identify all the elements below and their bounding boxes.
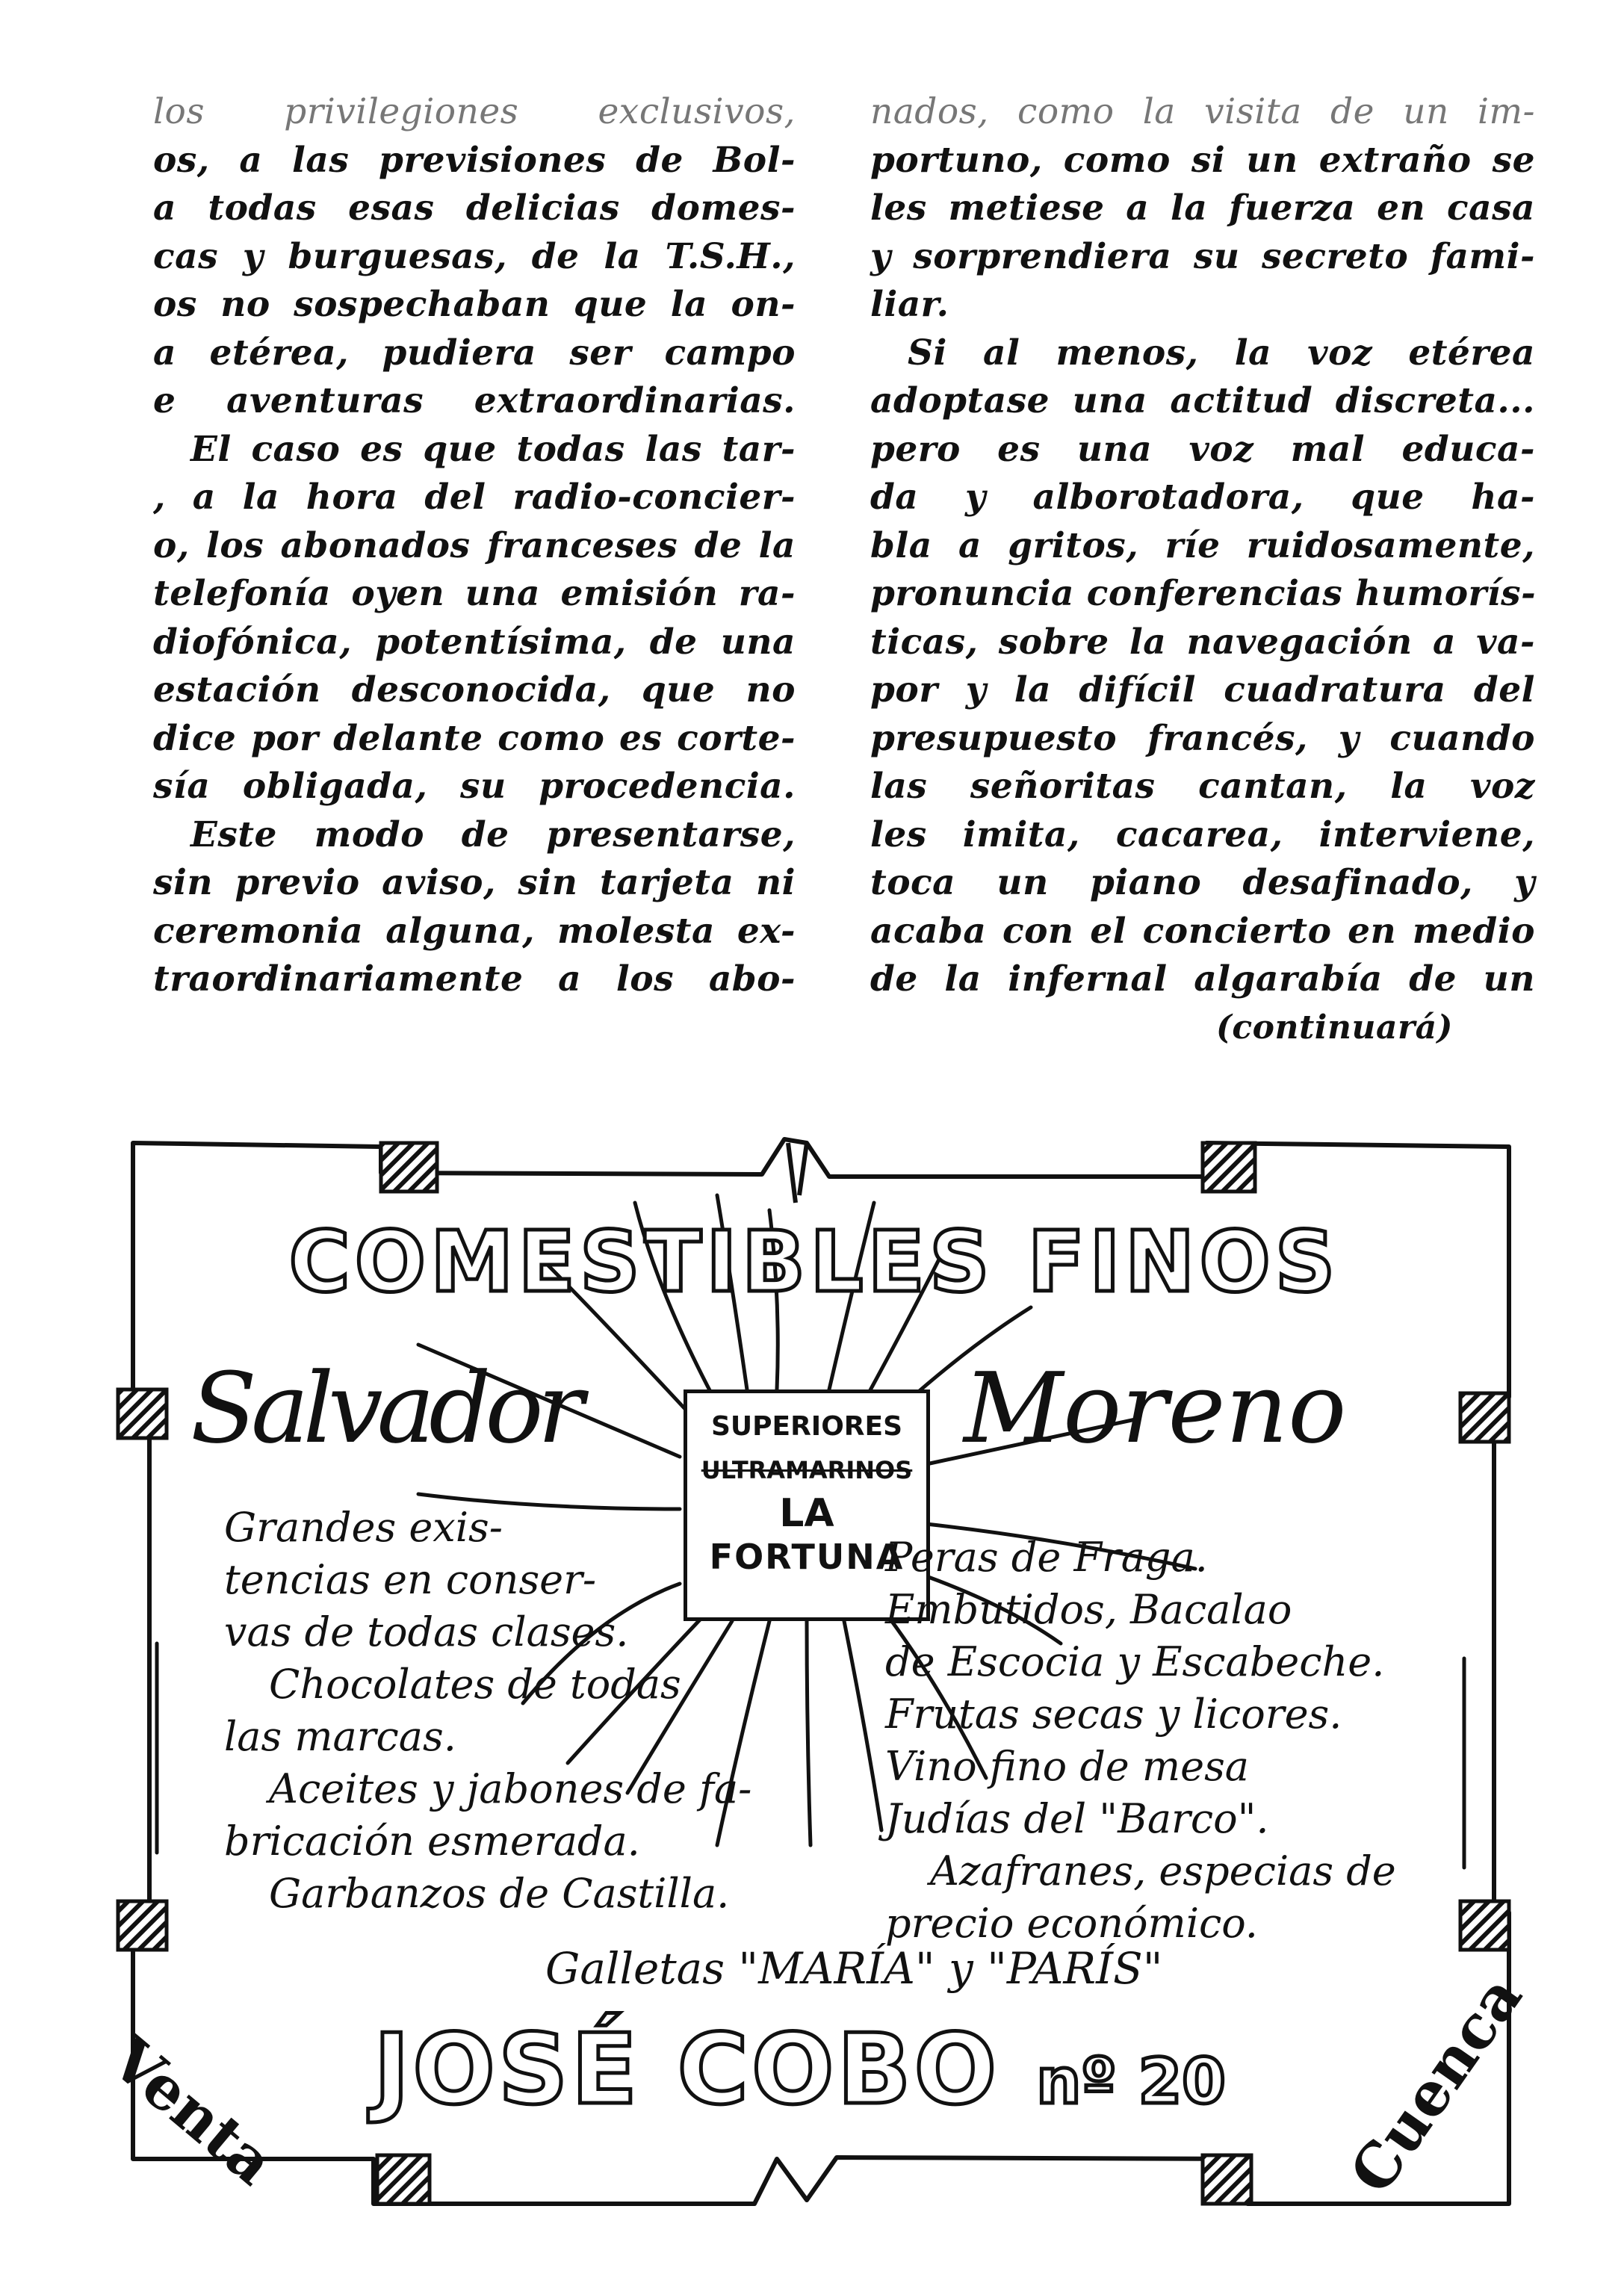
product-line: Grandes exis- xyxy=(224,1504,503,1551)
article-line: o, los abonados franceses de la xyxy=(153,524,796,566)
article-line: les imita, cacarea, interviene, xyxy=(870,814,1535,855)
article-left-column: los privilegiones exclusivos, os, a las … xyxy=(153,88,796,1004)
article-line: bla a gritos, ríe ruidosamente, xyxy=(870,524,1535,566)
article-line: da y alborotadora, que ha- xyxy=(870,477,1535,518)
shop-sign-name: FORTUNA xyxy=(709,1537,905,1577)
article-line: adoptase una actitud discreta... xyxy=(870,380,1535,421)
ad-owner-last-name: Moreno xyxy=(964,1351,1347,1465)
article-line: acaba con el concierto en medio xyxy=(870,910,1535,952)
product-line: Azafranes, especias de xyxy=(930,1847,1396,1894)
article-line: portuno, como si un extraño se xyxy=(870,139,1535,181)
continuation-note: (continuará) xyxy=(1216,1008,1453,1047)
product-line: vas de todas clases. xyxy=(224,1608,629,1655)
article-line: y sorprendiera su secreto fami- xyxy=(870,235,1535,277)
article-line: diofónica, potentísima, de una xyxy=(153,621,796,663)
article-line: ticas, sobre la navegación a va- xyxy=(870,621,1535,663)
article-line: dice por delante como es corte- xyxy=(153,717,796,759)
sun-rays xyxy=(155,1193,1466,1870)
article-line: os, a las previsiones de Bol- xyxy=(153,139,796,181)
product-line: Peras de Fraga. xyxy=(885,1534,1208,1581)
product-line: Vino fino de mesa xyxy=(885,1743,1250,1790)
article-line: las señoritas cantan, la voz xyxy=(870,766,1535,807)
article-line: El caso es que todas las tar- xyxy=(190,428,796,470)
article-line: traordinariamente a los abo- xyxy=(153,958,796,1000)
product-line: precio económico. xyxy=(885,1900,1258,1947)
shop-sign-line: LA xyxy=(779,1491,834,1536)
article-line: , a la hora del radio-concier- xyxy=(153,477,796,518)
article-line: e aventuras extraordinarias. xyxy=(153,380,796,421)
article-line: presupuesto francés, y cuando xyxy=(870,717,1535,759)
product-line: Aceites y jabones de fa- xyxy=(269,1765,752,1812)
article-line: telefonía oyen una emisión ra- xyxy=(153,573,796,614)
ad-address: JOSÉ COBO nº 20 xyxy=(371,2010,1227,2141)
article-line: pero es una voz mal educa- xyxy=(870,428,1535,470)
product-line: las marcas. xyxy=(224,1713,456,1760)
product-line: Embutidos, Bacalao xyxy=(885,1586,1292,1633)
product-line: de Escocia y Escabeche. xyxy=(885,1638,1385,1685)
article-line: os no sospechaban que la on- xyxy=(153,284,796,325)
article-line: cas y burguesas, de la T.S.H., xyxy=(153,235,796,277)
product-line: Judías del "Barco". xyxy=(885,1795,1269,1842)
ad-heading: COMESTIBLES FINOS xyxy=(287,1212,1340,1313)
article-line: de la infernal algarabía de un xyxy=(870,958,1535,1000)
article-line: ceremonia alguna, molesta ex- xyxy=(153,910,796,952)
article-line: sía obligada, su procedencia. xyxy=(153,766,796,807)
product-line: Frutas secas y licores. xyxy=(885,1691,1342,1738)
article-line: a etérea, pudiera ser campo xyxy=(153,332,796,374)
product-line: Garbanzos de Castilla. xyxy=(269,1870,730,1917)
article-line: estación desconocida, que no xyxy=(153,669,796,710)
product-line: tencias en conser- xyxy=(224,1556,597,1603)
ad-product-list-right: Peras de Fraga. Embutidos, Bacalao de Es… xyxy=(885,1531,1396,1950)
hatched-corner-icons xyxy=(116,1141,1511,2206)
article-line: sin previo aviso, sin tarjeta ni xyxy=(153,862,796,903)
article-line: Si al menos, la voz etérea xyxy=(908,332,1535,374)
article-line: los privilegiones exclusivos, xyxy=(153,91,796,132)
article-line: liar. xyxy=(870,284,949,325)
address-number: nº 20 xyxy=(1035,2043,1227,2120)
shop-sign-line: ULTRAMARINOS xyxy=(701,1456,913,1484)
article-line: a todas esas delicias domes- xyxy=(153,188,796,229)
ad-owner-first-name: Salvador xyxy=(190,1351,584,1465)
article-right-column: nados, como la visita de un im- portuno,… xyxy=(870,88,1537,1052)
address-street: JOSÉ COBO xyxy=(371,2011,1000,2128)
product-line: bricación esmerada. xyxy=(224,1818,640,1865)
article-line: les metiese a la fuerza en casa xyxy=(870,188,1535,229)
article-line: pronuncia conferencias humorís- xyxy=(870,573,1537,614)
shop-sign-line: SUPERIORES xyxy=(710,1411,903,1442)
article-line: toca un piano desafinado, y xyxy=(870,862,1535,903)
article-line: nados, como la visita de un im- xyxy=(870,91,1535,132)
shop-sign: SUPERIORES ULTRAMARINOS LA FORTUNA xyxy=(684,1389,930,1621)
ad-product-list-left: Grandes exis- tencias en conser- vas de … xyxy=(224,1502,751,1920)
article-line: Este modo de presentarse, xyxy=(190,814,796,855)
article-line: por y la difícil cuadratura del xyxy=(870,669,1535,710)
product-line: Chocolates de todas xyxy=(269,1661,681,1708)
ad-biscuits-line: Galletas "MARÍA" y "PARÍS" xyxy=(545,1943,1163,1994)
